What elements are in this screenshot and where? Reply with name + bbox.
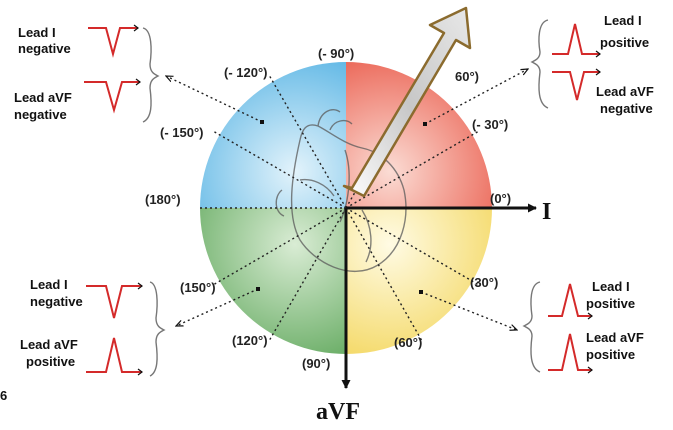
pointer-lower-right <box>420 291 517 330</box>
arrowhead-icon <box>595 50 601 58</box>
legend-bottom-right: Lead I positive Lead aVF positive <box>522 279 644 374</box>
legend-lead-avf-name: Lead aVF <box>20 337 78 352</box>
arrowhead-icon <box>135 78 141 86</box>
angle-label-m150: (- 150°) <box>160 125 204 140</box>
legend-lead-i-state: negative <box>30 294 83 309</box>
legend-lead-avf-state: positive <box>586 347 635 362</box>
legend-lead-i-name: Lead I <box>30 277 68 292</box>
angle-label-0: (0°) <box>490 191 511 206</box>
radial-line-60 <box>345 207 423 342</box>
positive-complex-icon <box>552 23 600 55</box>
angle-label-m30: (- 30°) <box>472 117 508 132</box>
legend-lead-avf-state: positive <box>26 354 75 369</box>
legend-lead-avf-name: Lead aVF <box>596 84 654 99</box>
radial-line-150 <box>212 207 347 286</box>
legend-bottom-left: Lead I negative Lead aVF positive <box>20 277 166 377</box>
arrowhead-icon <box>133 24 139 32</box>
positive-complex-icon <box>548 333 592 371</box>
legend-lead-i-name: Lead I <box>592 279 630 294</box>
radial-line-120 <box>268 207 347 342</box>
angle-label-120: (120°) <box>232 333 268 348</box>
quadrant-upper-right <box>346 62 492 208</box>
angle-label-60: (60°) <box>394 335 422 350</box>
radial-line-30 <box>345 207 480 286</box>
radial-line-m150 <box>212 130 347 209</box>
angle-label-150: (150°) <box>180 280 216 295</box>
quadrant-pointers <box>166 69 528 330</box>
angle-label-m120: (- 120°) <box>224 65 268 80</box>
brace-icon <box>149 281 166 377</box>
brace-icon <box>530 19 549 109</box>
brace-icon <box>522 281 541 373</box>
axis-vector-arrow-icon <box>342 6 472 198</box>
arrowhead-icon <box>595 68 601 76</box>
legend-lead-i-state: negative <box>18 41 71 56</box>
radial-line-m30 <box>345 130 480 209</box>
legend-lead-i-state: positive <box>586 296 635 311</box>
arrowhead-icon <box>137 282 143 290</box>
angle-label-90: (90°) <box>302 356 330 371</box>
pointer-dot <box>256 287 260 291</box>
angle-label-m90: (- 90°) <box>318 46 354 61</box>
negative-complex-icon <box>552 71 600 101</box>
legend-lead-i-name: Lead I <box>604 13 642 28</box>
legend-lead-i-name: Lead I <box>18 25 56 40</box>
arrowhead-icon <box>587 366 593 374</box>
pointer-dot <box>419 290 423 294</box>
axis-label-i: I <box>542 199 551 225</box>
brace-icon <box>142 27 160 123</box>
legend-lead-avf-state: negative <box>14 107 67 122</box>
negative-complex-icon <box>86 285 142 319</box>
positive-complex-icon <box>548 283 592 317</box>
legend-top-right: Lead I positive Lead aVF negative <box>530 13 654 116</box>
legend-lead-i-state: positive <box>600 35 649 50</box>
quadrant-lower-left <box>200 208 346 354</box>
pointer-dot <box>260 120 264 124</box>
legend-lead-avf-name: Lead aVF <box>586 330 644 345</box>
positive-complex-icon <box>86 337 142 373</box>
pointer-dots <box>256 120 427 294</box>
pointer-dot <box>423 122 427 126</box>
angle-label-180: (180°) <box>145 192 181 207</box>
angle-label-30: (30°) <box>470 275 498 290</box>
legend-lead-avf-name: Lead aVF <box>14 90 72 105</box>
legend-top-left: Lead I negative Lead aVF negative <box>14 24 160 123</box>
arrowhead-icon <box>137 368 143 376</box>
angle-labels: (- 90°) (- 120°) 60°) (- 150°) (- 30°) (… <box>145 46 511 371</box>
negative-complex-icon <box>84 81 140 114</box>
quadrant-upper-left <box>200 62 346 208</box>
arrowhead-icon <box>587 312 593 320</box>
main-axes <box>341 203 537 389</box>
axis-wheel <box>200 62 492 354</box>
radial-line-m120 <box>268 74 347 209</box>
margin-mark: 6 <box>0 388 7 403</box>
negative-complex-icon <box>88 27 138 58</box>
legend-lead-avf-state: negative <box>600 101 653 116</box>
axis-label-avf: aVF <box>316 399 360 425</box>
quadrant-lower-right <box>346 208 492 354</box>
angle-label-m60: 60°) <box>455 69 479 84</box>
